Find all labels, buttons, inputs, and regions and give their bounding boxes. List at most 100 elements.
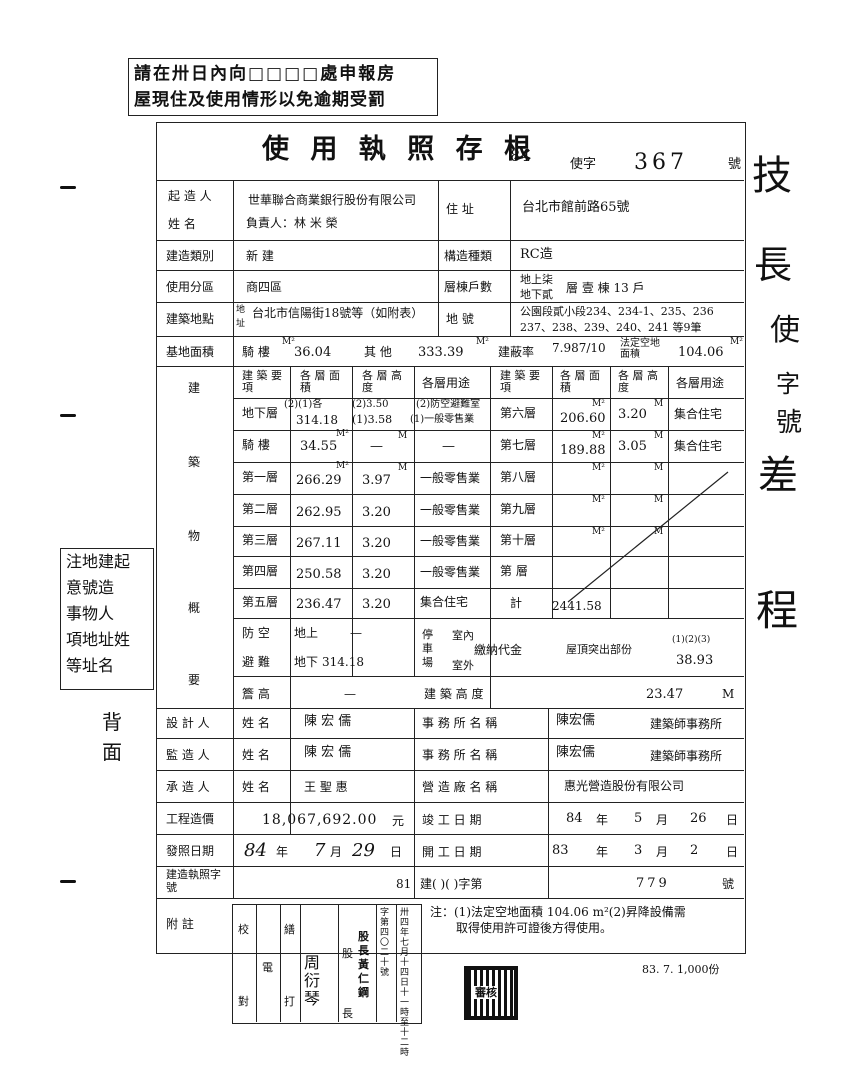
f1-h: 3.97 (362, 473, 391, 488)
unit-m2-a: M² (282, 337, 295, 347)
unit-m-f7: M (654, 431, 664, 441)
form-title: 使 用 執 照 存 根 (262, 134, 537, 165)
unit-m2-d: M² (336, 429, 349, 439)
start-year-u: 年 (596, 845, 609, 859)
col-h (352, 366, 353, 676)
rule-b (233, 430, 744, 431)
f1-area: 266.29 (296, 473, 342, 488)
rule-r3 (233, 526, 744, 527)
rule-r11 (156, 802, 744, 803)
row-f6: 第六層 (500, 406, 537, 420)
col-office (414, 708, 415, 898)
basement-h: (1)3.58 (352, 413, 393, 426)
label-contractor: 承 造 人 (166, 780, 210, 794)
unit-m2-f8: M² (592, 463, 605, 473)
hdr-height-l: 各 層 高 度 (362, 369, 402, 394)
designer-label-name: 姓 名 (242, 716, 270, 730)
stamp-c5: 股 長 (342, 947, 353, 1020)
col-person (290, 708, 291, 834)
col-label (233, 180, 234, 898)
col-use (414, 366, 415, 676)
site-location: 台北市信陽街18號等（如附表） (252, 306, 424, 320)
rule-r2 (233, 494, 744, 495)
rule-r14 (156, 898, 744, 899)
stamp-col-5 (376, 904, 377, 1022)
f3-area: 267.11 (296, 536, 342, 551)
print-mark: 83. 7. 1,000份 (642, 963, 720, 976)
notice-line-2: 屋現住及使用情形以免逾期受罰 (134, 90, 386, 110)
f3-use: 一般零售業 (420, 534, 481, 548)
side-note-1: 注地建起 (66, 552, 131, 571)
rule-zone (156, 302, 744, 303)
firm-label: 營 造 廠 名 稱 (422, 780, 498, 794)
label-owner-bottom: 姓 名 (168, 217, 196, 231)
supervisor-suffix: 建築師事務所 (650, 749, 723, 763)
label-site-area: 基地面積 (166, 345, 215, 359)
margin-mark-3 (60, 880, 76, 883)
row-civil-defense: 防 空 (242, 626, 270, 640)
stamp-col-3 (300, 904, 301, 1022)
row-f9: 第九層 (500, 502, 537, 516)
contractor-label-name: 姓 名 (242, 780, 270, 794)
floors-below: 地下貳 (520, 288, 553, 301)
f6-use: 集合住宅 (674, 407, 723, 421)
finish-day: 26 (690, 811, 707, 826)
lot-line-2: 237、238、239、240、241 等9筆 (520, 321, 702, 334)
row-arcade: 騎 樓 (242, 438, 270, 452)
approval-stamp-box (232, 904, 422, 1024)
unit-m-e: M (398, 463, 408, 473)
label-supervisor: 監 造 人 (166, 748, 210, 762)
supervisor-office: 陳宏儒 (556, 745, 596, 760)
f4-h: 3.20 (362, 567, 391, 582)
notice-box (128, 58, 438, 116)
f5-use: 集合住宅 (420, 595, 469, 609)
header-year: 84 (510, 146, 531, 165)
row-f10: 第十層 (500, 533, 537, 547)
side-4: 概 (188, 601, 201, 615)
margin-char-3: 使 (770, 313, 800, 348)
designer-suffix: 建築師事務所 (650, 717, 723, 731)
header-number: 367 (634, 150, 688, 175)
stamp-c3b: 打 (284, 995, 295, 1008)
remarks-line-2: 取得使用許可證後方得使用。 (456, 921, 613, 935)
label-open-space: 法定空地面積 (620, 338, 660, 360)
f7-area: 189.88 (560, 443, 606, 458)
finish-day-u: 日 (726, 813, 739, 827)
row-f8: 第八層 (500, 470, 537, 484)
other-area: 333.39 (418, 345, 464, 360)
side-1: 建 (188, 381, 201, 395)
cancel-diagonal (567, 471, 729, 603)
designer-office-label: 事 務 所 名 稱 (422, 716, 498, 730)
label-coverage: 建蔽率 (498, 345, 535, 359)
stamp-c6: 股長 黃仁鋼 (358, 930, 369, 999)
arcade-row-use: — (442, 439, 455, 454)
unit-m2-f10: M² (592, 527, 605, 537)
row-f4: 第四層 (242, 564, 279, 578)
back-2: 面 (102, 740, 122, 764)
rule-area (156, 366, 744, 367)
stamp-c2: 電 (262, 961, 273, 974)
issue-month-u: 月 (330, 845, 343, 859)
zone-value: 商四區 (246, 280, 283, 294)
basement-h-note: (2)3.50 (352, 399, 389, 410)
f5-area: 236.47 (296, 597, 342, 612)
finish-year-u: 年 (596, 813, 609, 827)
supervisor-name: 陳 宏 儒 (304, 745, 352, 760)
basement-use-1: (2)防空避難室 (416, 399, 481, 410)
form-frame (156, 122, 746, 954)
unit-m-f10: M (654, 527, 664, 537)
f7-h: 3.05 (618, 439, 647, 454)
owner-rep: 負責人：林 米 榮 (246, 216, 338, 230)
rule-r7 (233, 676, 744, 677)
unit-m2-f6: M² (592, 399, 605, 409)
shelter-note: 繳納代金 (474, 643, 523, 657)
permit-suffix: 號 (722, 877, 735, 891)
f1-use: 一般零售業 (420, 471, 481, 485)
finish-year: 84 (566, 811, 583, 826)
row-f1: 第一層 (242, 470, 279, 484)
coverage-value: 7.987/10 (552, 341, 606, 355)
issue-day-u: 日 (390, 845, 403, 859)
hdr-items-r: 建 築 要 項 (500, 369, 540, 394)
rule-r6 (233, 618, 744, 619)
margin-char-2: 長 (754, 243, 793, 287)
